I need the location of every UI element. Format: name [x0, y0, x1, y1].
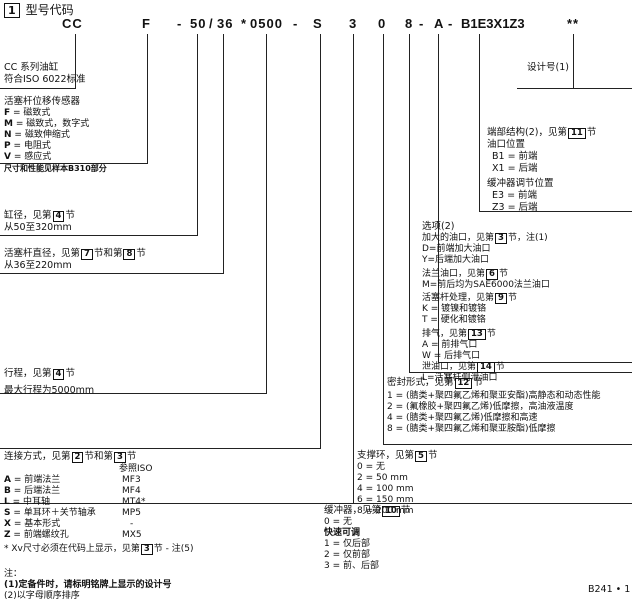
section-title: 型号代码 [25, 3, 74, 17]
code-cc: CC [62, 16, 83, 31]
design-number-label: 设计号(1) [527, 62, 569, 73]
mount-iso-col: MF3 MF4 MT4* MP5 - MX5 [122, 475, 146, 540]
footnotes: 注： (1)定备件时，请标明铭牌上显示的设计号 (2)以字母顺序排序 [4, 569, 172, 601]
code-mount: S [313, 16, 323, 31]
section-number: 1 [4, 3, 20, 18]
code-dash3: - [419, 16, 425, 31]
code-dash2: - [293, 16, 299, 31]
code-design: ** [567, 16, 580, 31]
sensor-title: 活塞杆位移传感器 [4, 96, 81, 107]
code-cushion: 3 [349, 16, 358, 31]
code-slash: / [209, 16, 214, 31]
mount-iso-ref: 参照ISO [119, 464, 153, 474]
page-number: B241 • 1 [588, 584, 631, 595]
code-support: 0 [378, 16, 387, 31]
code-rod: 36 [217, 16, 234, 31]
sensor-block: 活塞杆位移传感器 F = 磁致式 M = 磁致式，数字式 N = 磁致伸缩式 P… [4, 96, 107, 173]
code-stroke: 0500 [250, 16, 283, 31]
code-options: A [434, 16, 445, 31]
code-sensor: F [142, 16, 151, 31]
sensor-note: 尺寸和性能见样本B310部分 [4, 164, 107, 173]
code-bore: 50 [190, 16, 207, 31]
code-star: * [241, 16, 248, 31]
mount-rows: A = 前端法兰 B = 后端法兰 L = 中耳轴 S = 单耳环＋关节轴承 X… [4, 475, 96, 540]
code-ends: B1E3X1Z3 [461, 16, 525, 31]
code-seal: 8 [405, 16, 414, 31]
section-header: 1 型号代码 [4, 1, 74, 18]
code-dash4: - [448, 16, 454, 31]
cc-series: CC 系列油缸 符合ISO 6022标准 [4, 62, 86, 85]
code-dash1: - [177, 16, 183, 31]
